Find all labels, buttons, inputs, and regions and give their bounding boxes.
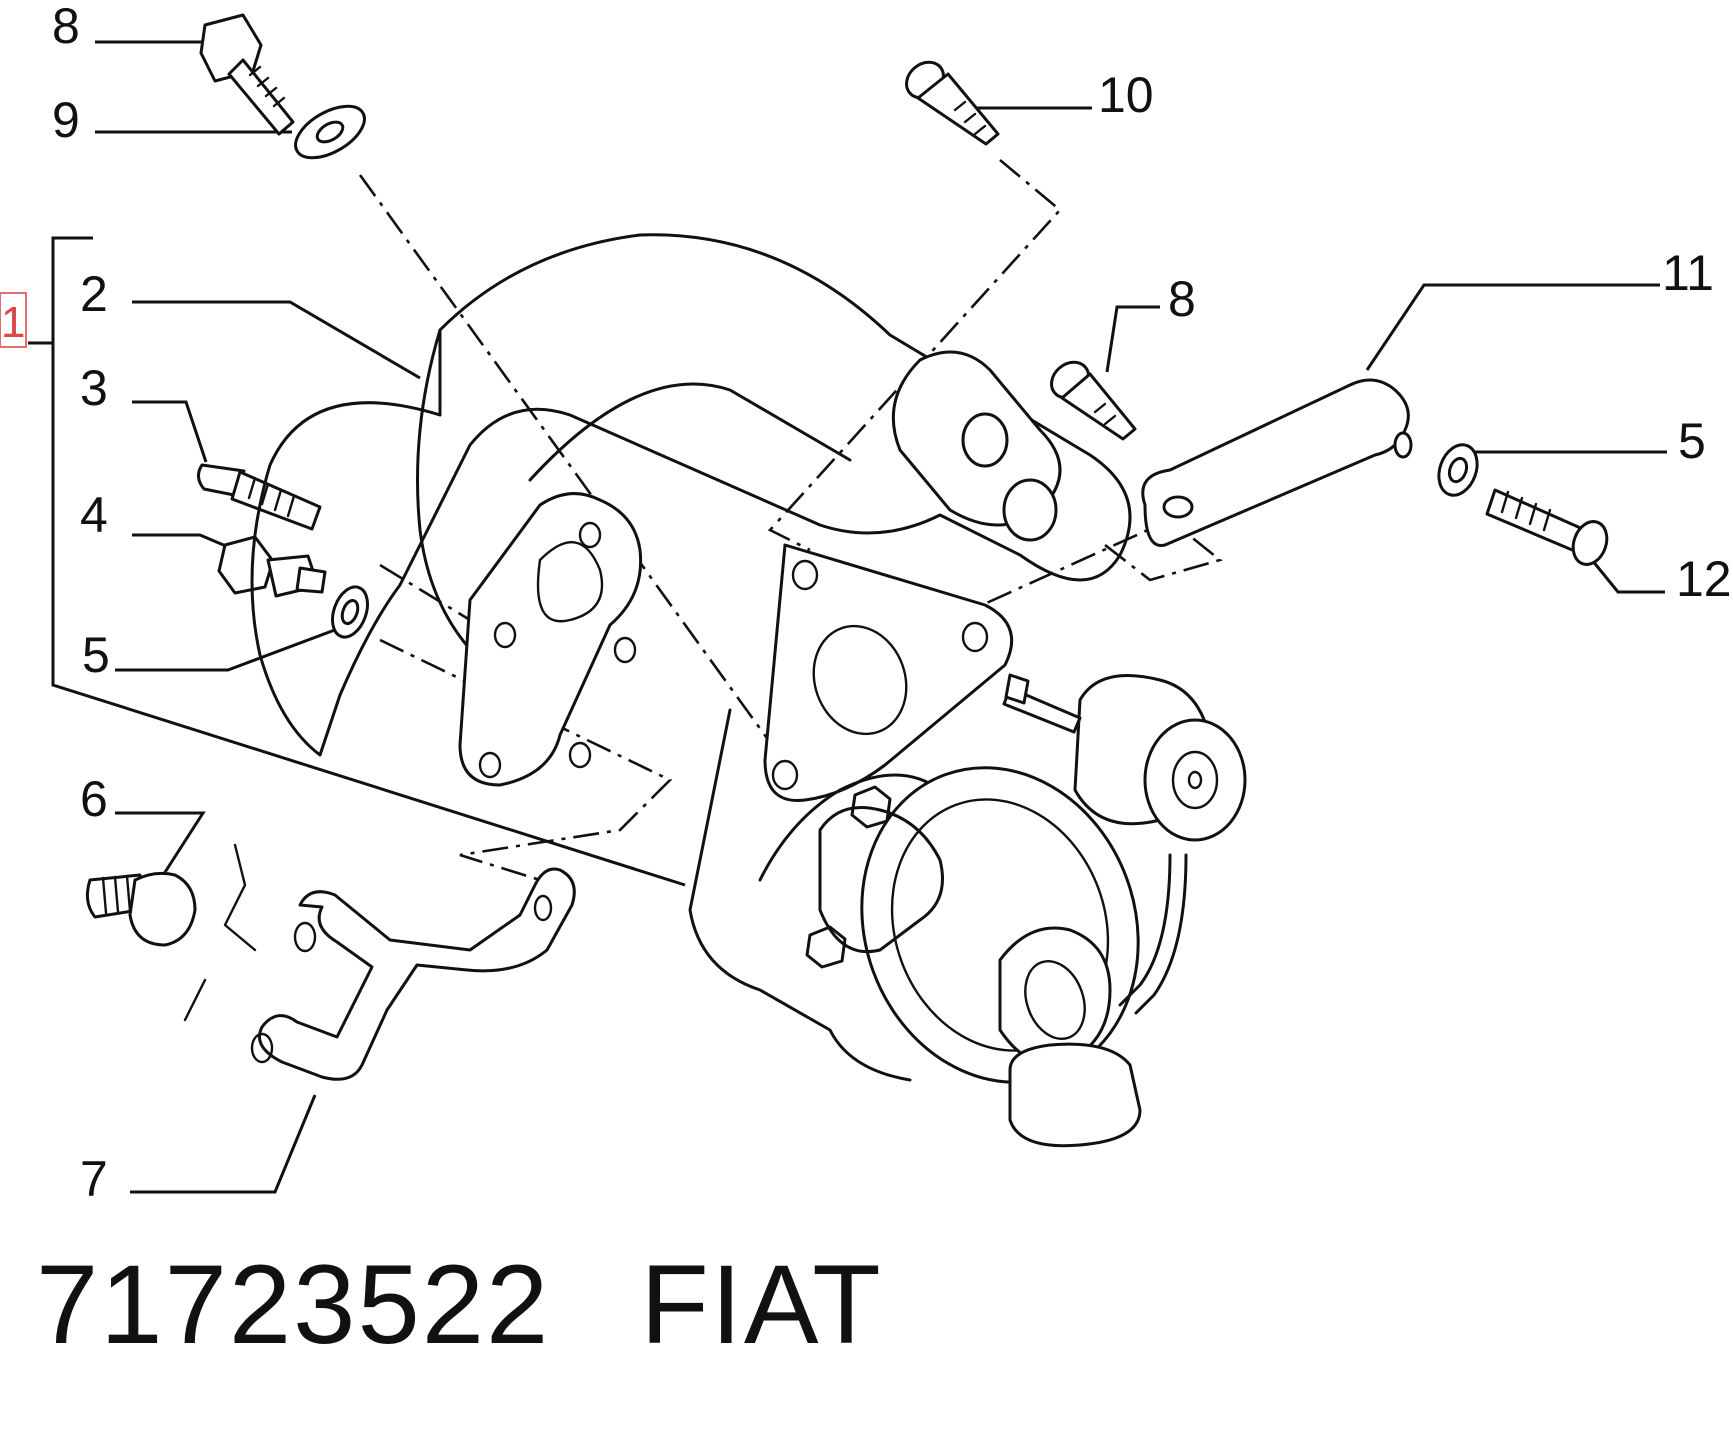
turbocharger[interactable] <box>688 673 1247 1148</box>
stud-6[interactable] <box>85 871 197 947</box>
washer-5-right[interactable] <box>1432 439 1484 500</box>
callout-11: 11 <box>1662 245 1714 301</box>
part-number: 71723522 <box>36 1242 551 1367</box>
callout-10: 10 <box>1098 67 1154 123</box>
callout-8-right: 8 <box>1168 271 1196 327</box>
callout-8-top: 8 <box>52 0 80 54</box>
brand-name: FIAT <box>640 1242 883 1367</box>
callout-1-box <box>0 292 27 348</box>
callout-1: 1 <box>1 298 25 347</box>
callout-2: 2 <box>80 266 108 322</box>
part-footer: 71723522 FIAT <box>36 1240 883 1369</box>
callout-5-right: 5 <box>1678 413 1706 469</box>
callout-6: 6 <box>80 771 108 827</box>
stud-3[interactable] <box>197 463 322 531</box>
screw-12[interactable] <box>1485 488 1613 569</box>
bolt-10[interactable] <box>899 55 1000 146</box>
leader-lines <box>28 40 1667 1194</box>
exhaust-manifold-2[interactable] <box>250 233 1132 757</box>
callout-9: 9 <box>52 92 80 148</box>
callout-4: 4 <box>80 487 108 543</box>
callout-5-left: 5 <box>82 627 110 683</box>
callout-3: 3 <box>80 360 108 416</box>
turbo-flange-gasket[interactable] <box>763 543 1014 802</box>
callout-1-reference[interactable]: 1 <box>0 292 27 348</box>
callout-7: 7 <box>80 1151 108 1207</box>
washer-5-left[interactable] <box>326 582 374 642</box>
washer-9[interactable] <box>287 96 373 169</box>
nut-4[interactable] <box>217 535 327 598</box>
gasket-left[interactable] <box>458 492 643 787</box>
bracket-7[interactable] <box>183 843 576 1081</box>
callout-12: 12 <box>1676 551 1732 607</box>
bolt-8-top[interactable] <box>199 13 295 136</box>
bolt-8-right[interactable] <box>1044 355 1137 441</box>
bracket-11[interactable] <box>1141 378 1413 547</box>
callout-labels: 8 9 2 3 4 5 6 7 10 8 11 5 12 1 <box>0 0 1732 1207</box>
